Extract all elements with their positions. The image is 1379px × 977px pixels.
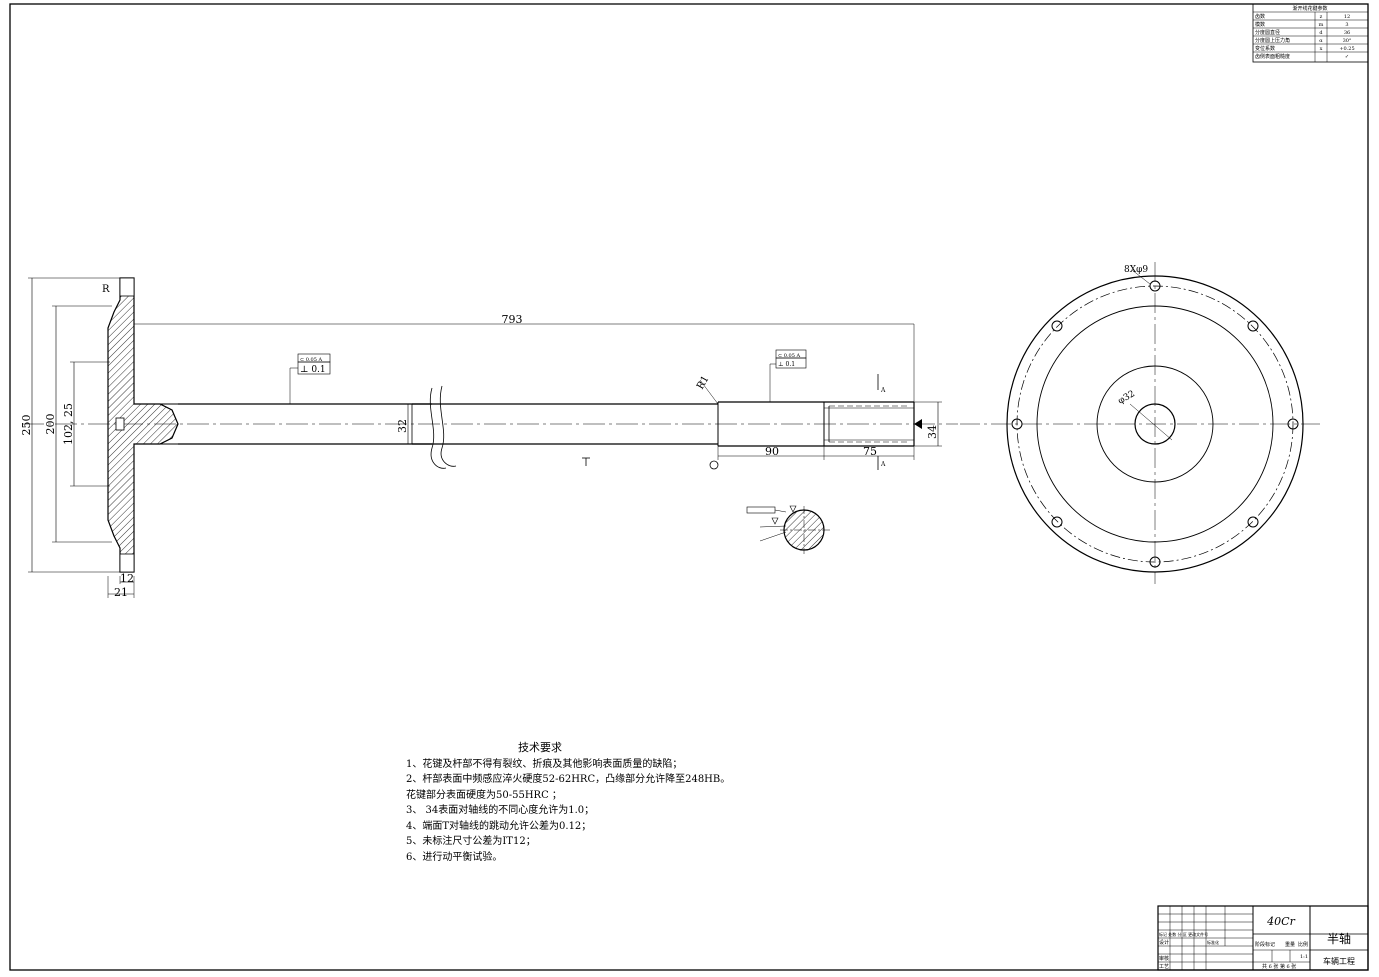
datum-circle (709, 460, 719, 470)
dim-bolt-holes: 8Xφ9 (1124, 265, 1148, 275)
gear-table-val: 30° (1343, 38, 1352, 44)
gear-table-val: +0.25 (1339, 46, 1354, 52)
dim-segment-90: 90 (765, 445, 779, 458)
note-2: 2、杆部表面中频感应淬火硬度52-62HRC，凸缘部分允许降至248HB。 (406, 774, 731, 785)
gear-table-name: 分度圆直径 (1255, 29, 1280, 36)
gear-table-name: 变位系数 (1255, 45, 1275, 52)
gear-parameter-table: 渐开线花键参数 齿数 z 12 模数 m 3 分度圆直径 d 36 分度圆上压力角 α 30° 变位系数… (1252, 3, 1369, 63)
drawing-frame (9, 3, 1369, 971)
gear-table-sym: d (1319, 30, 1323, 36)
note-3: 花键部分表面硬度为50-55HRC ； (406, 789, 562, 801)
gear-table-val: 12 (1344, 14, 1350, 20)
gear-table-val: ✓ (1345, 54, 1349, 60)
gear-table-sym: z (1320, 14, 1323, 20)
gear-table-sym: α (1319, 38, 1323, 44)
title-block (1157, 905, 1369, 971)
sheets: 共 6 张 第 6 张 (1262, 963, 1296, 970)
stage-label: 阶段标记 (1255, 941, 1275, 948)
title-block-text: 40Cr 半轴 车辆工程 标记 处数 分 区 更改文件号 设计 标准化 审核 工… (1159, 915, 1355, 970)
notes-title: 技术要求 (518, 741, 562, 754)
process-label: 工艺 (1159, 964, 1169, 970)
tol-frame-right-2: ⊥ 0.1 (778, 361, 795, 368)
half-shaft-side-view (22, 277, 958, 598)
note-5: 4、端面T对轴线的跳动允许公差为0.12； (406, 820, 592, 832)
dim-shaft-32: 32 (396, 419, 409, 433)
dim-small-r: R (102, 284, 110, 295)
dim-fillet-r1: R1 (695, 374, 711, 392)
review-label: 审核 (1159, 955, 1169, 962)
dim-spline-75: 75 (863, 445, 877, 458)
dim-overall-length: 793 (502, 313, 523, 326)
gear-table-title: 渐开线花键参数 (1292, 5, 1327, 12)
flange-end-view (960, 262, 1320, 584)
gear-table-sym: m (1319, 22, 1324, 28)
gear-table-val: 36 (1344, 30, 1350, 36)
scale-value: 1:1 (1300, 954, 1308, 960)
note-7: 6、进行动平衡试验。 (406, 851, 503, 863)
standard-label: 标准化 (1207, 939, 1219, 945)
note-6: 5、未标注尺寸公差为IT12； (406, 836, 536, 847)
dim-pcd-200: 200 (44, 414, 57, 435)
gear-table-name: 齿侧表面粗糙度 (1255, 53, 1290, 60)
company: 车辆工程 (1323, 956, 1355, 966)
gear-table-val: 3 (1345, 22, 1348, 28)
dim-hub-102: 102, 25 (62, 403, 75, 445)
note-1: 1、花键及杆部不得有裂纹、折痕及其他影响表面质量的缺陷； (406, 758, 683, 770)
gear-table-sym: x (1320, 46, 1323, 52)
dim-12: 12 (120, 572, 134, 585)
section-a-bottom: A (880, 461, 886, 468)
tol-frame-left: ⊂ 0.05 A (300, 357, 323, 363)
material: 40Cr (1266, 915, 1295, 928)
dim-21: 21 (114, 586, 128, 599)
dim-spline-34: 34 (926, 425, 939, 439)
tol-frame-left-2: ⊥ 0.1 (300, 365, 326, 375)
dim-bore: φ32 (1117, 389, 1137, 407)
section-a-top: A (880, 387, 886, 394)
scale-label: 比例 (1298, 941, 1308, 948)
gear-table-name: 模数 (1255, 21, 1265, 28)
dimension-labels: 793 90 75 250 200 102, 25 21 12 32 34 R1… (20, 265, 1148, 599)
part-name: 半轴 (1327, 931, 1351, 946)
gear-table-name: 齿数 (1255, 13, 1265, 20)
note-4: 3、 34表面对轴线的不同心度允许为1.0； (406, 805, 595, 816)
designer-label: 设计 (1159, 939, 1169, 946)
tol-frame-right: ⊂ 0.05 A (778, 353, 801, 359)
dim-flange-250: 250 (20, 415, 33, 436)
mark-row: 标记 处数 分 区 更改文件号 (1159, 931, 1208, 937)
section-a-a (746, 505, 830, 554)
technical-requirements: 技术要求 1、花键及杆部不得有裂纹、折痕及其他影响表面质量的缺陷； 2、杆部表面… (406, 740, 866, 865)
gear-table-name: 分度圆上压力角 (1255, 37, 1290, 44)
bolt-holes (1011, 280, 1299, 568)
weight-label: 重量 (1285, 941, 1295, 948)
